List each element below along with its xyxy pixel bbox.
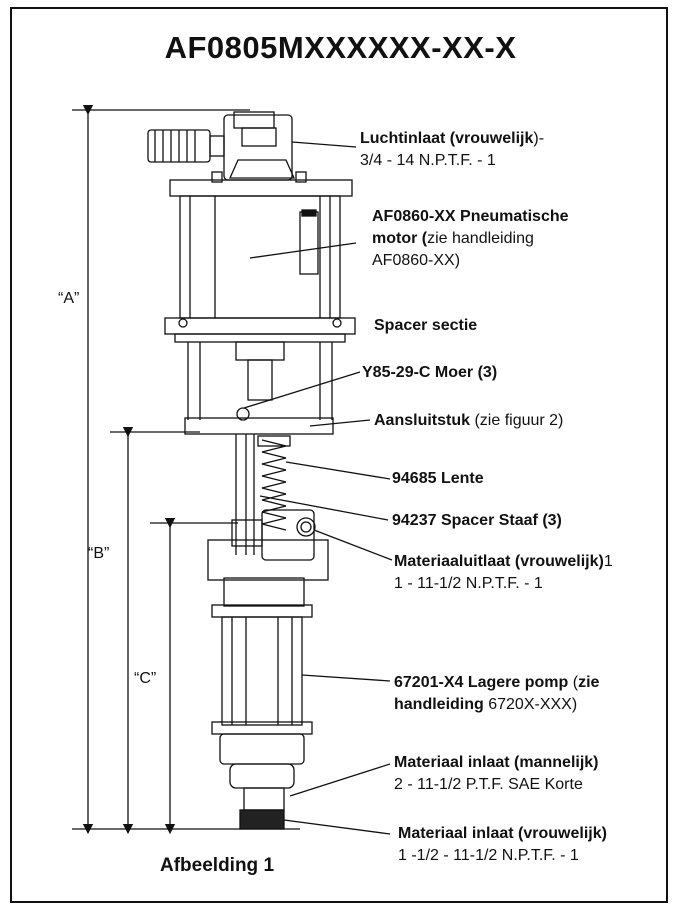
dimension-c-label: “C” (134, 670, 157, 687)
label-material-inlet-female: Materiaal inlaat (vrouwelijk) 1 -1/2 - 1… (398, 825, 607, 864)
label-spring: 94685 Lente (392, 470, 484, 487)
label-motor: AF0860-XX Pneumatische motor (zie handle… (372, 208, 569, 269)
label-air-inlet: Luchtinlaat (vrouwelijk)- 3/4 - 14 N.P.T… (360, 130, 545, 169)
page-title: AF0805MXXXXXX-XX-X (164, 30, 517, 65)
dimension-b-label: “B” (88, 545, 110, 562)
label-spacer-section: Spacer sectie (374, 317, 478, 334)
dimension-a-label: “A” (58, 290, 80, 307)
label-spacer-rod: 94237 Spacer Staaf (3) (392, 512, 562, 529)
label-nut: Y85-29-C Moer (3) (362, 364, 498, 381)
figure-frame (10, 7, 668, 903)
label-material-outlet: Materiaaluitlaat (vrouwelijk)1 1 - 11-1/… (394, 553, 613, 592)
figure-caption: Afbeelding 1 (160, 855, 275, 876)
label-lower-pump: 67201-X4 Lagere pomp (zie handleiding 67… (394, 674, 600, 713)
label-connector: Aansluitstuk (zie figuur 2) (374, 412, 564, 429)
label-material-inlet-male: Materiaal inlaat (mannelijk) 2 - 11-1/2 … (394, 754, 599, 793)
